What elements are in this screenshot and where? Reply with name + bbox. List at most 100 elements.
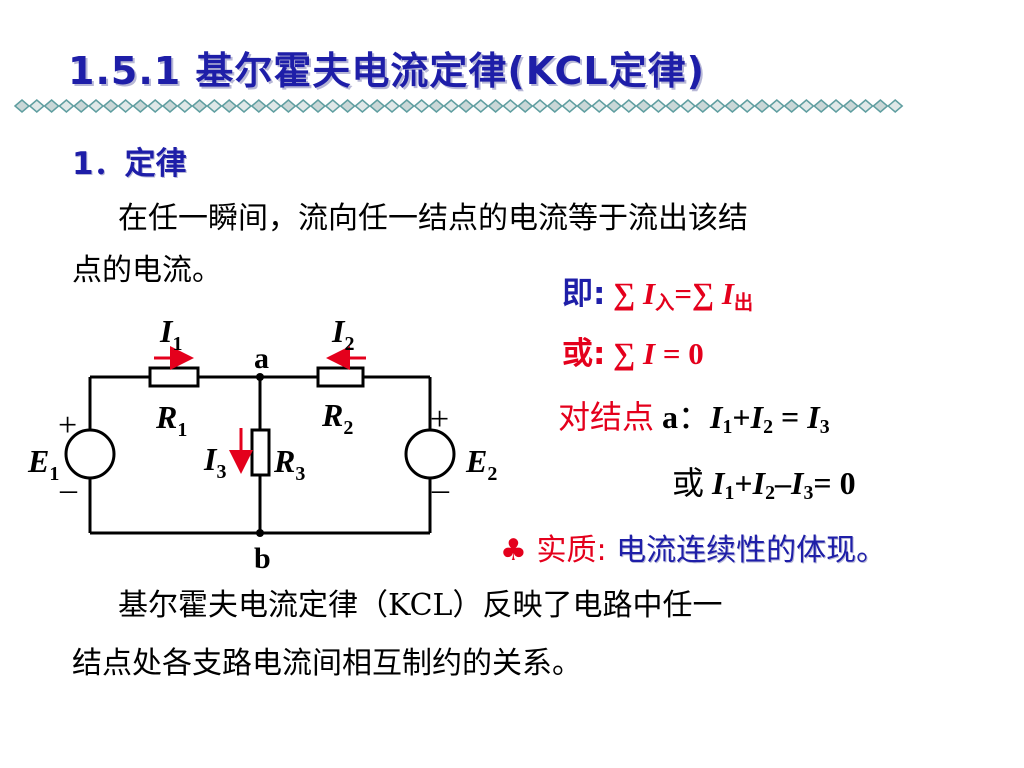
label-node-a: a (254, 342, 269, 375)
diamond-icon (206, 99, 223, 113)
slide-title: 1.5.1 基尔霍夫电流定律(KCL定律) (68, 49, 705, 93)
diamond-icon (768, 99, 785, 113)
eq3-equals: = (773, 399, 808, 435)
eq2-rest: = 0 (662, 336, 704, 371)
resistor-r2 (316, 366, 365, 388)
diamond-icon (117, 99, 134, 113)
eq3-i1: I (710, 399, 723, 435)
diamond-icon (161, 99, 179, 113)
eq1-sum-symbol: ∑ (613, 276, 636, 311)
eq3-prefix: 对结点 (558, 398, 655, 436)
voltage-source-e2 (404, 428, 456, 480)
equation-node-a-zero: 或 I1+I2–I3= 0 (672, 458, 856, 505)
diamond-icon (650, 99, 667, 113)
diamond-icon (813, 99, 830, 113)
diamond-icon (132, 99, 149, 113)
label-i3: I3 (203, 441, 226, 483)
diamond-icon (679, 99, 697, 113)
diamond-icon (694, 99, 711, 113)
label-e2-plus: + (430, 401, 449, 438)
label-r2: R2 (321, 397, 353, 439)
label-e1: E1 (27, 443, 59, 485)
diamond-icon (517, 99, 534, 113)
essence-statement: ♣ 实质: 电流连续性的体现。 (500, 525, 886, 569)
diamond-icon (724, 99, 741, 113)
diamond-icon (191, 99, 208, 113)
label-i1: I1 (159, 313, 182, 355)
summary-line1: 基尔霍夫电流定律（KCL）反映了电路中任一 (118, 588, 723, 623)
eq4-i3-sub: 3 (803, 481, 814, 504)
diamond-icon (102, 99, 119, 113)
eq2-prefix: 或: (562, 336, 606, 372)
eq4-i3: I (791, 465, 804, 501)
diamond-icon (842, 99, 859, 113)
diamond-icon (176, 99, 193, 113)
equation-sum-in-out: 即: ∑ I入=∑ I出 (562, 268, 753, 315)
equation-sum-zero: 或: ∑ I = 0 (562, 328, 704, 373)
diamond-icon (783, 99, 800, 113)
node-b-dot (256, 529, 264, 537)
diamond-icon (87, 99, 105, 113)
diamond-icon (265, 99, 282, 113)
diamond-icon (43, 99, 60, 113)
eq1-sub-in: 入 (655, 290, 675, 314)
diamond-icon (827, 99, 845, 113)
eq3-i2-sub: 2 (763, 415, 774, 438)
diamond-icon (561, 99, 578, 113)
label-node-b: b (254, 542, 271, 575)
diamond-icon (887, 99, 904, 113)
diamond-icon (369, 99, 386, 113)
diamond-icon (546, 99, 563, 113)
eq3-node: a (662, 399, 679, 435)
diamond-icon (398, 99, 415, 113)
diamond-icon (280, 99, 297, 113)
diamond-icon (472, 99, 489, 113)
diamond-icon (28, 99, 45, 113)
eq4-rest: = 0 (813, 465, 856, 501)
diamond-icon (324, 99, 341, 113)
diamond-icon (147, 99, 164, 113)
resistor-r1 (148, 366, 200, 388)
eq3-i2: I (750, 399, 764, 435)
eq1-var-out: I (721, 276, 734, 311)
diamond-icon (502, 99, 519, 113)
diamond-icon (339, 99, 356, 113)
eq4-plus: + (734, 465, 753, 501)
essence-label: 实质: (536, 533, 607, 568)
law-text-line1: 在任一瞬间，流向任一结点的电流等于流出该结 (118, 201, 748, 236)
diamond-icon (250, 99, 267, 113)
eq4-i2: I (752, 465, 766, 501)
diamond-icon (235, 99, 253, 113)
diamond-icon (605, 99, 623, 113)
eq4-i1: I (712, 465, 725, 501)
eq1-sum-symbol-2: ∑ (691, 276, 715, 311)
diamond-divider (14, 99, 904, 113)
eq2-var: I (643, 336, 656, 371)
diamond-icon (753, 99, 771, 113)
eq1-equals: = (674, 276, 692, 311)
diamond-icon (665, 99, 682, 113)
diamond-icon (14, 99, 31, 113)
equation-node-a: 对结点 a：I1+I2 = I3 (558, 392, 830, 439)
eq1-prefix: 即: (562, 276, 606, 312)
diamond-icon (413, 99, 430, 113)
label-i2: I2 (331, 313, 354, 355)
club-bullet-icon: ♣ (500, 533, 527, 568)
label-e2: E2 (465, 443, 497, 485)
diamond-icon (221, 99, 238, 113)
label-e1-minus: – (59, 471, 78, 508)
summary-line2: 结点处各支路电流间相互制约的关系。 (72, 646, 582, 681)
diamond-icon (798, 99, 815, 113)
voltage-source-e1 (64, 428, 116, 480)
label-r1: R1 (155, 399, 187, 441)
diamond-icon (576, 99, 593, 113)
label-e2-minus: – (431, 471, 450, 508)
eq4-minus: – (775, 465, 791, 501)
diamond-icon (73, 99, 90, 113)
eq3-plus: + (732, 399, 751, 435)
diamond-icon (531, 99, 549, 113)
diamond-icon (620, 99, 637, 113)
diamond-icon (428, 99, 445, 113)
eq1-var-in: I (643, 276, 656, 311)
eq3-i3-sub: 3 (819, 415, 830, 438)
